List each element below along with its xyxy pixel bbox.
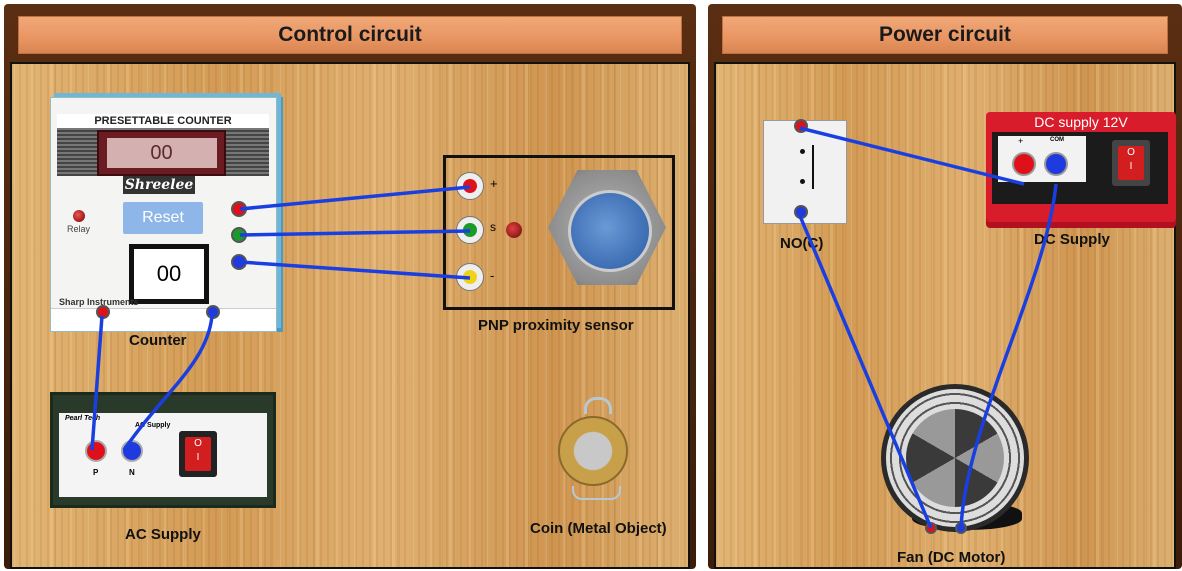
noc-contact-dot: [800, 149, 805, 154]
counter-brand-logo: Shreelee: [123, 176, 195, 194]
dc-supply-label: DC Supply: [1034, 231, 1110, 248]
counter-label: Counter: [129, 332, 187, 349]
power-circuit-title: Power circuit: [722, 16, 1168, 54]
fan-plus-terminal[interactable]: [925, 522, 937, 534]
counter-speaker-grille: PRESETTABLE COUNTER 00: [57, 114, 269, 176]
noc-bottom-terminal[interactable]: [794, 205, 808, 219]
ac-n-label: N: [129, 468, 135, 477]
ac-n-terminal[interactable]: [121, 440, 143, 462]
sensor-minus-label: -: [490, 268, 495, 283]
counter-p-terminal[interactable]: [96, 305, 110, 319]
sensor-signal-terminal[interactable]: [456, 216, 484, 244]
control-circuit-panel: Control circuit PRESETTABLE COUNTER 00 S…: [4, 4, 696, 569]
counter-title: PRESETTABLE COUNTER: [57, 114, 269, 128]
sensor-plus-terminal[interactable]: [456, 172, 484, 200]
relay-led-icon: [73, 210, 85, 222]
sensor-led-icon: [506, 222, 522, 238]
coin-label: Coin (Metal Object): [530, 520, 667, 537]
dc-terminal-plate: + COM: [998, 136, 1086, 182]
pnp-proximity-sensor[interactable]: + s -: [443, 155, 675, 310]
sensor-signal-label: s: [490, 220, 496, 234]
pnp-sensor-label: PNP proximity sensor: [478, 317, 634, 334]
counter-device[interactable]: PRESETTABLE COUNTER 00 Shreelee Relay Re…: [50, 97, 277, 332]
ac-p-terminal[interactable]: [85, 440, 107, 462]
noc-contact-dot-2: [800, 179, 805, 184]
counter-base: [51, 308, 276, 331]
noc-top-terminal[interactable]: [794, 119, 808, 133]
sensor-face-icon: [568, 190, 652, 272]
preset-display: 00: [97, 130, 226, 176]
dc-com-terminal[interactable]: [1044, 152, 1068, 176]
dc-com-label: COM: [1050, 137, 1064, 143]
dc-supply-title: DC supply 12V: [1034, 114, 1128, 130]
counter-maker: Sharp Instruments: [59, 297, 139, 307]
coin-icon[interactable]: [558, 416, 628, 486]
no-contact-switch[interactable]: [763, 119, 847, 224]
reset-button[interactable]: Reset: [123, 202, 203, 234]
noc-label: NO(C): [780, 235, 824, 252]
fan-icon[interactable]: [881, 384, 1029, 532]
counter-n-terminal[interactable]: [206, 305, 220, 319]
relay-label: Relay: [67, 224, 91, 234]
fan-blades-icon: [906, 409, 1004, 507]
ac-supply-brand: Pearl Tech: [65, 415, 101, 422]
noc-contact-bar: [812, 145, 814, 189]
dc-plus-label: +: [1018, 136, 1024, 146]
ac-supply-label: AC Supply: [125, 526, 201, 543]
dc-plus-terminal[interactable]: [1012, 152, 1036, 176]
fan-minus-terminal[interactable]: [955, 522, 967, 534]
counter-red-terminal[interactable]: [231, 201, 247, 217]
power-circuit-panel: Power circuit NO(C) DC supply 12V + COM …: [708, 4, 1182, 569]
control-circuit-title: Control circuit: [18, 16, 682, 54]
count-display: 00: [129, 244, 209, 304]
ac-p-label: P: [93, 468, 99, 477]
control-workbench: PRESETTABLE COUNTER 00 Shreelee Relay Re…: [10, 62, 690, 569]
ac-supply-caption: AC Supply: [135, 422, 171, 429]
coin-stand-base: [572, 486, 621, 500]
fan-label: Fan (DC Motor): [897, 549, 1006, 566]
counter-blue-terminal[interactable]: [231, 254, 247, 270]
sensor-minus-terminal[interactable]: [456, 263, 484, 291]
sensor-plus-label: +: [490, 176, 498, 191]
counter-green-terminal[interactable]: [231, 227, 247, 243]
coin-stand-icon: [584, 397, 612, 414]
